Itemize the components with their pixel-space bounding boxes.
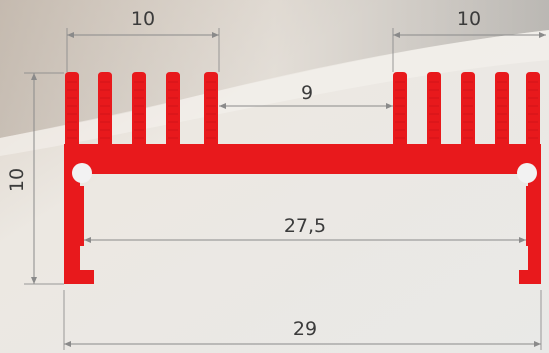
fin-right-3 (461, 72, 475, 146)
fin-right-4 (495, 72, 509, 146)
fin-left-1 (65, 72, 79, 146)
fin-right-5 (526, 72, 540, 146)
fin-right-1 (393, 72, 407, 146)
base-plate (64, 144, 541, 174)
screw-channel-right (517, 163, 537, 183)
dim-label-left-fin-width: 10 (130, 8, 156, 30)
fin-left-5 (204, 72, 218, 146)
fin-left-2 (98, 72, 112, 146)
dimension-lines (24, 28, 546, 350)
fin-left-4 (166, 72, 180, 146)
fin-left-3 (132, 72, 146, 146)
heatsink-profile (64, 72, 541, 284)
fin-right-2 (427, 72, 441, 146)
dim-label-right-fin-width: 10 (456, 8, 482, 30)
left-leg (64, 174, 94, 284)
dim-label-inner-slot-width: 27,5 (283, 215, 327, 237)
dim-label-overall-height: 10 (6, 167, 28, 193)
dim-label-overall-width: 29 (292, 318, 318, 340)
screw-channel-left (72, 163, 92, 183)
dim-label-gap-between-fins: 9 (300, 82, 314, 104)
right-leg (519, 174, 541, 284)
